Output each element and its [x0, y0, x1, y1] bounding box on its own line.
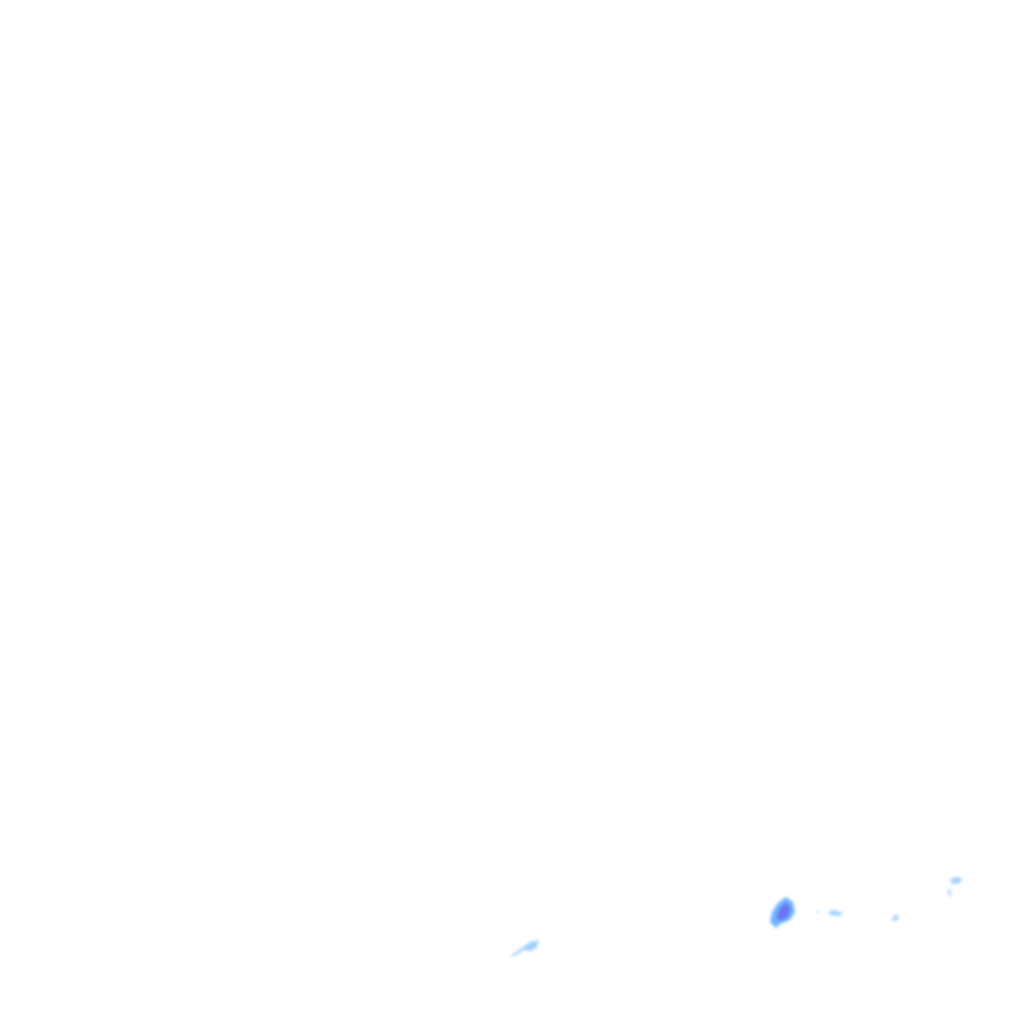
radar-echo-central-cell [770, 897, 795, 928]
radar-echo-east-small [828, 910, 843, 916]
radar-echo-dot [816, 910, 819, 914]
radar-echo-northeast [948, 877, 962, 896]
radar-echo-far-east [891, 914, 899, 921]
radar-echo-southwest [510, 940, 539, 956]
